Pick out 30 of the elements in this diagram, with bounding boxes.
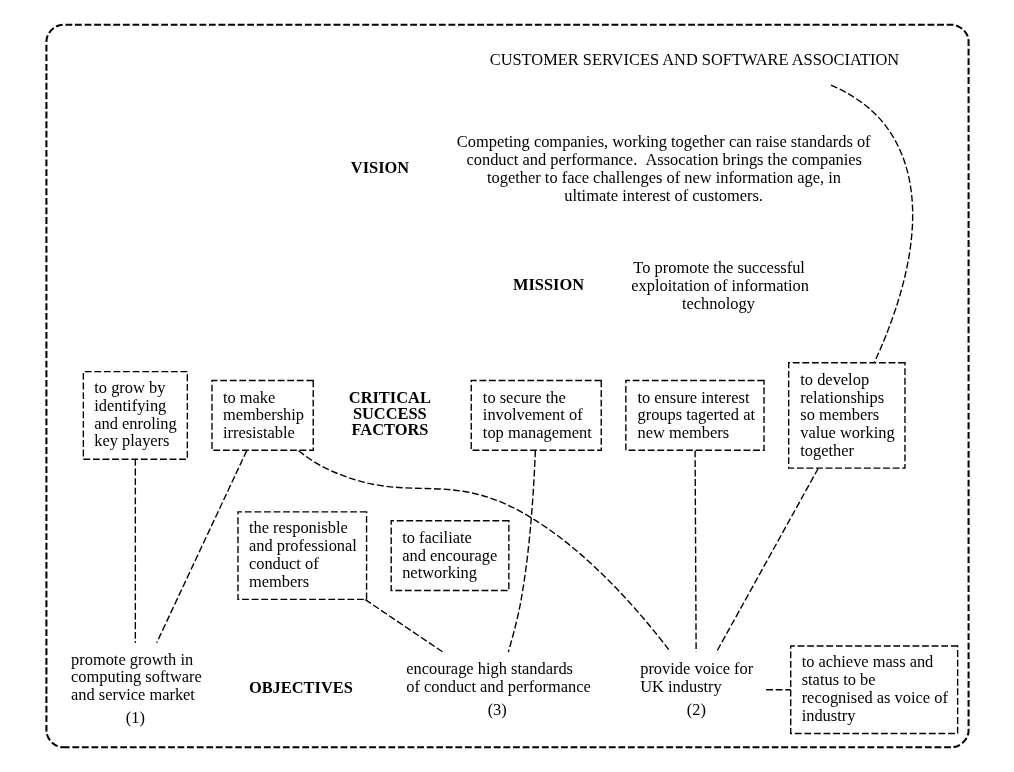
node-box: to faciliate and encourage networking [390, 520, 510, 592]
node-text: promote growth in computing software and service market [70, 649, 202, 705]
node-label: (3) [487, 700, 507, 720]
label: To promote the successful exploitation of information technology [630, 258, 809, 313]
connector [829, 84, 913, 364]
connector [134, 458, 136, 644]
connector [155, 449, 247, 644]
label: MISSION [512, 274, 584, 294]
label: Competing companies, working together can raise standards of conduct and performance. Assocation brings the companies together to face challenges of new information age, in ultimate interest of customers. [456, 132, 871, 205]
connector [715, 467, 819, 653]
connector [297, 450, 671, 653]
node-box: to make membership irresistable [210, 379, 314, 451]
node-box: the responisble and professional conduct of members [236, 511, 367, 601]
node-text: provide voice for UK industry [639, 659, 753, 696]
label: CRITICAL SUCCESS FACTORS [348, 387, 431, 440]
node-box: to ensure interest groups tagerted at new members [624, 379, 765, 451]
cluster [44, 23, 970, 749]
node-box: to achieve mass and status to be recognised as voice of industry [789, 645, 958, 735]
node-box: to secure the involvement of top management [470, 379, 602, 451]
connector [364, 599, 444, 653]
node-box: to grow by identifying and enroling key players [82, 370, 188, 460]
label: VISION [350, 157, 409, 177]
node-box: to develop relationships so members value working together [787, 362, 906, 469]
connector [764, 689, 791, 691]
node-text: encourage high standards of conduct and performance [405, 659, 591, 696]
label: OBJECTIVES [248, 677, 353, 697]
node-text: CUSTOMER SERVICES AND SOFTWARE ASSOCIATION [489, 50, 899, 70]
connector [507, 450, 536, 653]
node-label: (1) [125, 708, 145, 728]
node-label: (2) [686, 700, 706, 720]
